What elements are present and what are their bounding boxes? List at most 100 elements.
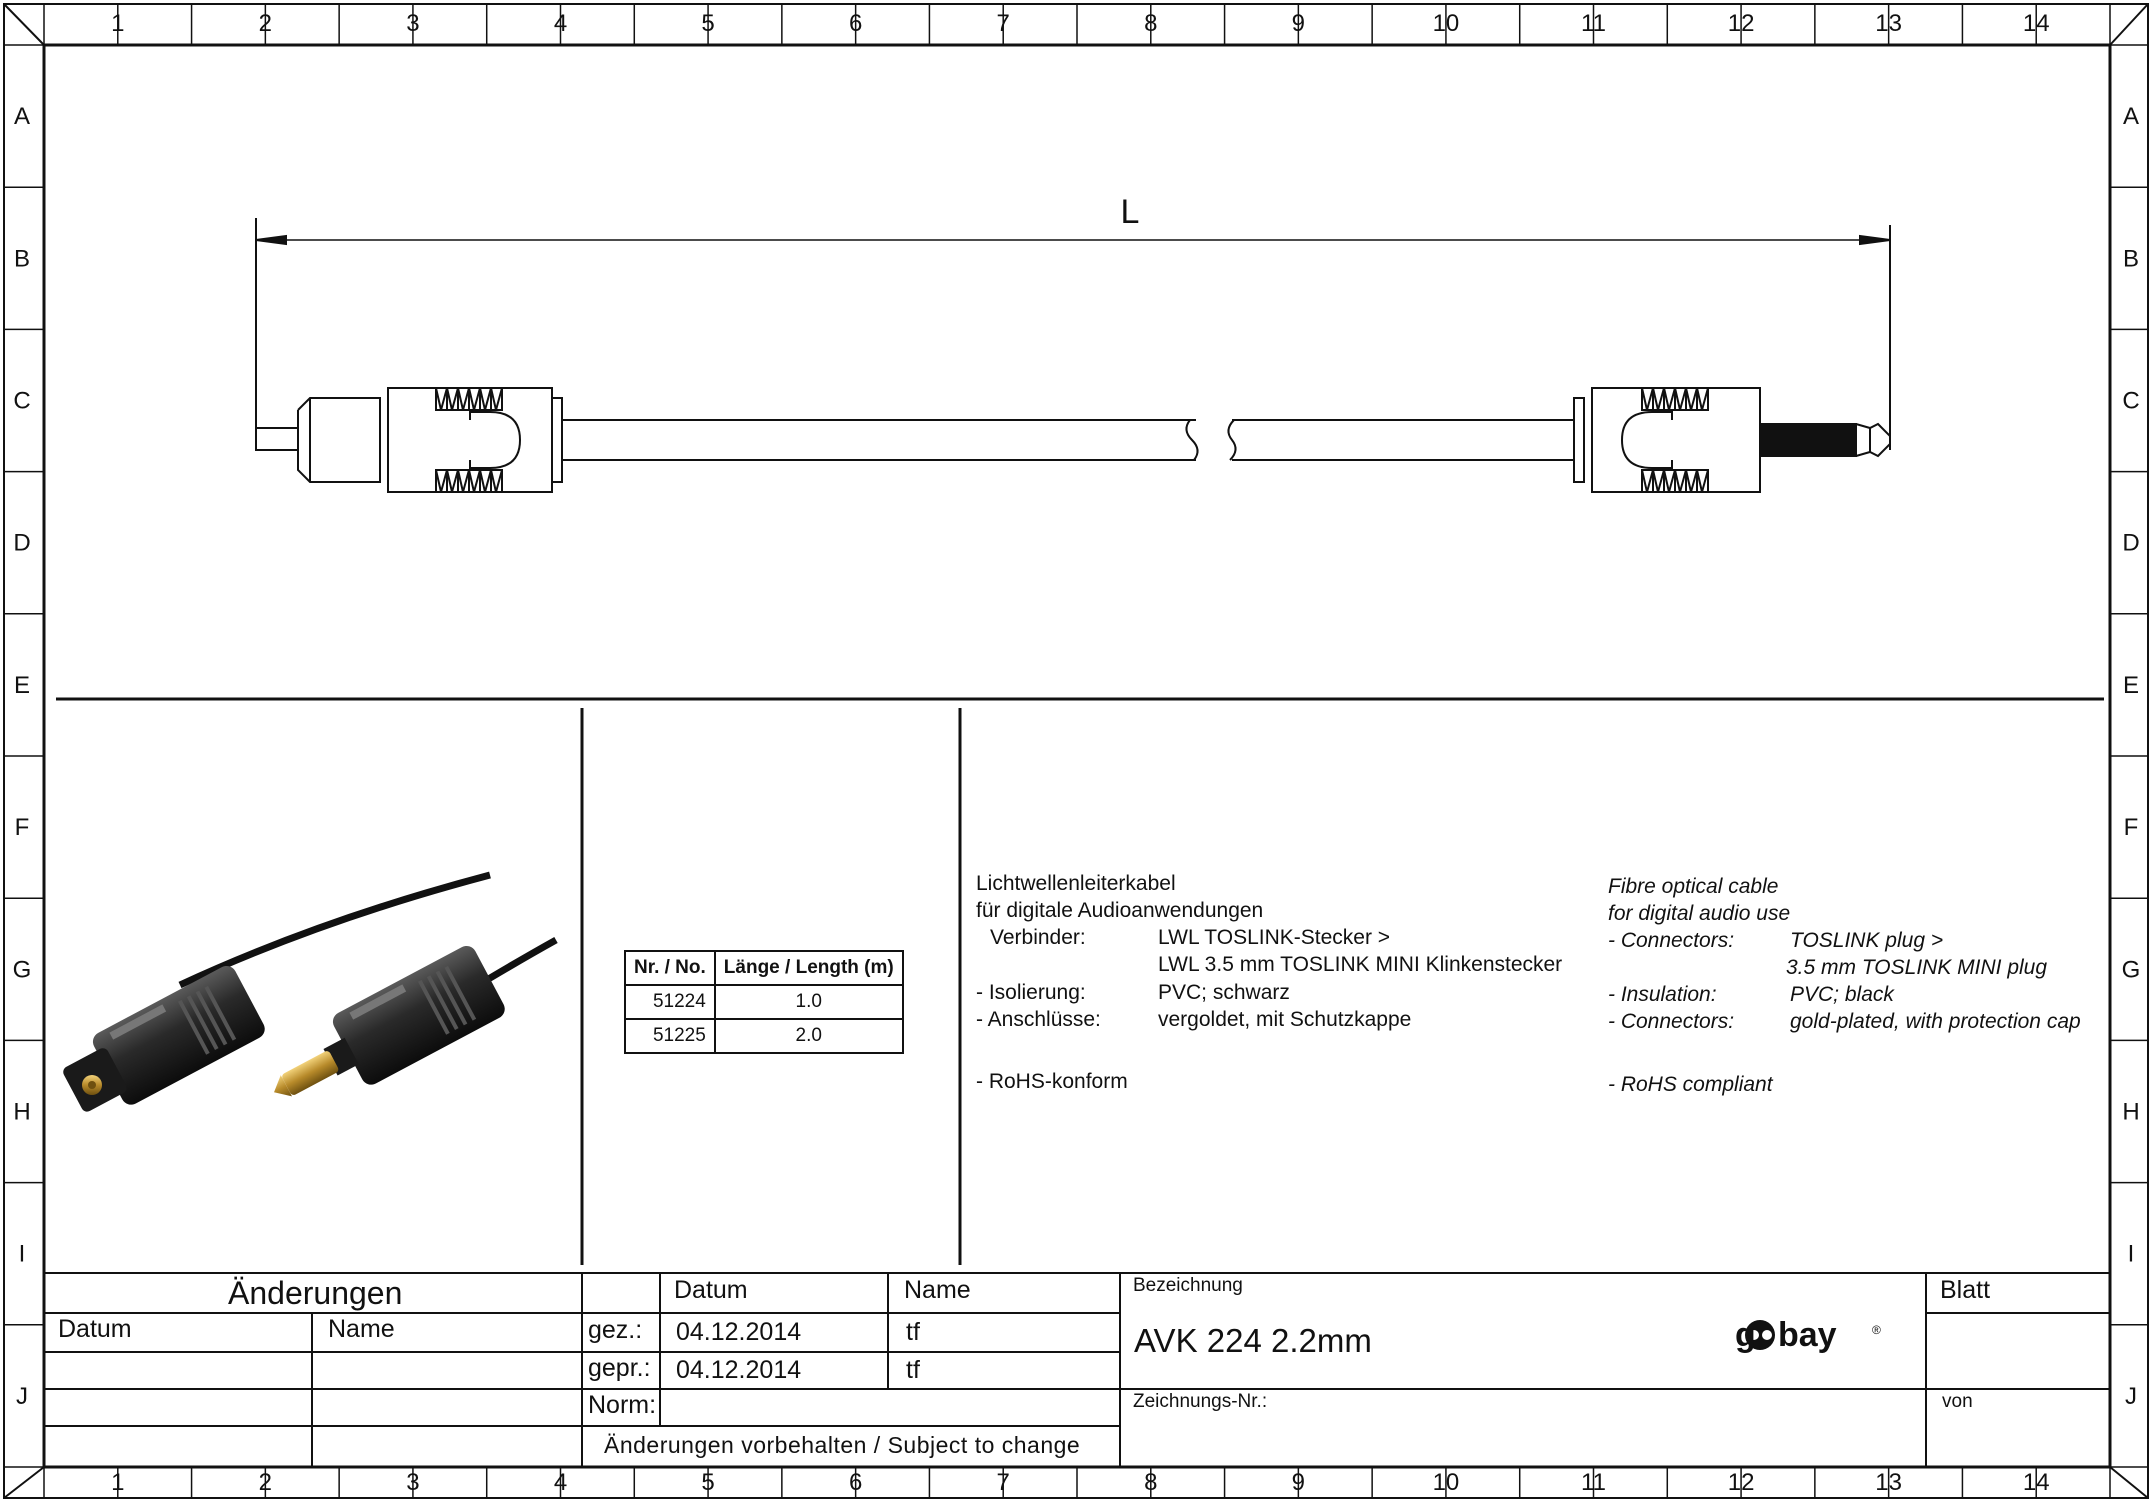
subject-to-change: Änderungen vorbehalten / Subject to chan… [604, 1432, 1081, 1458]
zone-column-label: 12 [1728, 1469, 1755, 1496]
blatt-label: Blatt [1940, 1276, 1991, 1304]
zone-column-label: 8 [1144, 1469, 1157, 1496]
zone-row-label: D [2122, 530, 2139, 557]
zone-row-label: E [14, 672, 30, 699]
gez-date: 04.12.2014 [676, 1318, 802, 1346]
spec-en-rohs: - RoHS compliant [1608, 1073, 1773, 1096]
zone-row-label: G [13, 956, 32, 983]
zone-column-label: 6 [849, 10, 862, 37]
zone-column-label: 9 [1292, 10, 1305, 37]
zone-row-label: A [14, 103, 30, 130]
zone-row-label: A [2123, 103, 2139, 130]
zone-column-label: 14 [2023, 1469, 2050, 1496]
von-label: von [1942, 1391, 1973, 1412]
spec-en-line1: Fibre optical cable [1608, 875, 1779, 898]
technical-drawing [255, 218, 1891, 493]
spec-de-connectors-label: Verbinder: [990, 926, 1086, 949]
spec-de-connectors-value-2: LWL 3.5 mm TOSLINK MINI Klinkenstecker [1158, 953, 1563, 976]
table-row: 51224 1.0 [624, 984, 904, 1020]
zone-grid-ticks [4, 4, 2148, 1498]
designation: AVK 224 2.2mm [1134, 1322, 1372, 1359]
zone-column-label: 13 [1875, 10, 1902, 37]
length-table: Nr. / No. Länge / Length (m) 51224 1.0 5… [624, 950, 904, 1054]
zone-column-label: 10 [1433, 10, 1460, 37]
mini-plug-drawing [1227, 387, 1891, 493]
product-photo [63, 871, 558, 1112]
zone-row-label: E [2123, 672, 2139, 699]
spec-en-connectors-label: - Connectors: [1608, 929, 1735, 952]
title-block-grid [44, 1272, 2110, 1467]
spec-en-line2: for digital audio use [1608, 902, 1791, 925]
zone-row-label: C [2122, 388, 2139, 415]
zone-row-label: F [15, 814, 30, 841]
zone-column-label: 2 [259, 10, 272, 37]
dimension-line [255, 218, 1891, 450]
changes-date-header: Datum [58, 1315, 132, 1343]
table-row: 51225 2.0 [624, 1018, 904, 1054]
table-header-no: Nr. / No. [624, 950, 716, 986]
spec-en-contacts-value: gold-plated, with protection cap [1790, 1010, 2081, 1033]
spec-de-line2: für digitale Audioanwendungen [976, 899, 1264, 922]
gepr-label: gepr.: [588, 1354, 651, 1382]
gepr-name: tf [906, 1356, 920, 1384]
spec-de-insulation-value: PVC; schwarz [1158, 981, 1290, 1004]
zone-column-label: 8 [1144, 10, 1157, 37]
svg-text:®: ® [1872, 1323, 1881, 1337]
toslink-plug-drawing [255, 387, 1199, 493]
bezeichnung-label: Bezeichnung [1133, 1275, 1243, 1296]
spec-en-contacts-label: - Connectors: [1608, 1010, 1735, 1033]
zone-row-label: J [2125, 1383, 2137, 1410]
zone-column-label: 14 [2023, 10, 2050, 37]
zone-row-label: J [16, 1383, 28, 1410]
zone-column-label: 1 [111, 10, 124, 37]
zone-row-label: B [14, 245, 30, 272]
zone-column-label: 4 [554, 10, 567, 37]
zone-column-label: 7 [997, 10, 1010, 37]
spec-de-line1: Lichtwellenleiterkabel [976, 872, 1176, 895]
zone-column-label: 5 [701, 10, 714, 37]
gepr-date: 04.12.2014 [676, 1356, 802, 1384]
zone-row-label: B [2123, 245, 2139, 272]
table-header-row: Nr. / No. Länge / Length (m) [624, 950, 904, 986]
zone-column-label: 6 [849, 1469, 862, 1496]
datum-header: Datum [674, 1276, 748, 1304]
goobay-logo: g bay ® [1735, 1316, 1881, 1354]
dimension-label: L [1121, 193, 1140, 231]
svg-text:bay: bay [1778, 1316, 1837, 1354]
gez-label: gez.: [588, 1316, 643, 1344]
zeichnungs-label: Zeichnungs-Nr.: [1133, 1391, 1268, 1412]
zone-column-label: 11 [1581, 1469, 1606, 1496]
changes-title: Änderungen [228, 1275, 403, 1311]
spec-de-rohs: - RoHS-konform [976, 1070, 1128, 1093]
zone-row-label: G [2122, 956, 2141, 983]
zone-column-label: 12 [1728, 10, 1755, 37]
zone-column-label: 5 [701, 1469, 714, 1496]
spec-de-contacts-label: - Anschlüsse: [976, 1008, 1101, 1031]
zone-row-label: C [13, 388, 30, 415]
svg-text:g: g [1735, 1316, 1756, 1354]
table-cell-length: 1.0 [713, 984, 904, 1020]
spec-en-insulation-label: - Insulation: [1608, 983, 1717, 1006]
zone-column-label: 3 [406, 1469, 419, 1496]
zone-column-label: 7 [997, 1469, 1010, 1496]
zone-row-label: D [13, 530, 30, 557]
zone-column-label: 13 [1875, 1469, 1902, 1496]
table-header-length: Länge / Length (m) [713, 950, 904, 986]
spec-de-insulation-label: - Isolierung: [976, 981, 1086, 1004]
zone-row-label: I [2128, 1241, 2135, 1268]
zone-column-label: 11 [1581, 10, 1606, 37]
zone-column-label: 4 [554, 1469, 567, 1496]
table-cell-no: 51224 [624, 984, 716, 1020]
zone-column-label: 1 [111, 1469, 124, 1496]
changes-name-header: Name [328, 1315, 395, 1343]
zone-column-label: 2 [259, 1469, 272, 1496]
zone-row-label: H [13, 1099, 30, 1126]
norm-label: Norm: [588, 1391, 657, 1419]
spec-de-connectors-value-1: LWL TOSLINK-Stecker > [1158, 926, 1391, 949]
gez-name: tf [906, 1318, 920, 1346]
zone-column-label: 9 [1292, 1469, 1305, 1496]
zone-column-label: 10 [1433, 1469, 1460, 1496]
zone-column-label: 3 [406, 10, 419, 37]
